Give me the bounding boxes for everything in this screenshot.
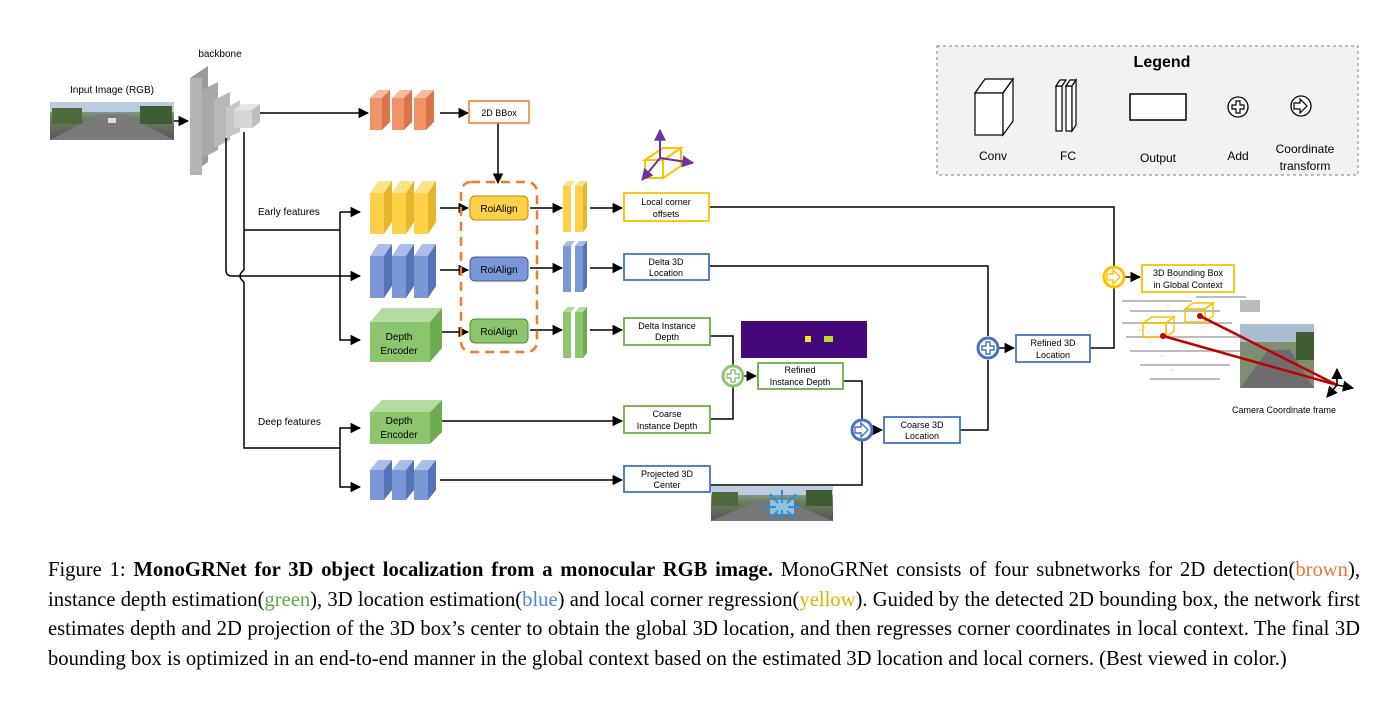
svg-text:RoiAlign: RoiAlign [480, 327, 517, 338]
svg-text:Depth: Depth [386, 416, 413, 427]
legend-add-label: Add [1227, 149, 1248, 163]
svg-text:Local corner: Local corner [641, 197, 691, 207]
output-coarse-instance-depth: Coarse Instance Depth [623, 405, 711, 434]
svg-text:Coarse 3D: Coarse 3D [900, 420, 944, 430]
svg-text:Input Image (RGB): Input Image (RGB) [70, 85, 154, 96]
caption-blue: blue [522, 588, 558, 611]
depth-map-image [741, 321, 867, 358]
caption-text-4: ) and local corner regression( [557, 588, 800, 611]
caption-text-1: MonoGRNet consists of four subnetworks f… [772, 559, 1296, 581]
fc-yellow [563, 181, 587, 232]
svg-text:Location: Location [905, 431, 939, 441]
output-3d-bbox-global: 3D Bounding Box in Global Context [1141, 264, 1235, 293]
output-2d-bbox: 2D BBox [468, 100, 530, 124]
output-projected-3d-center: Projected 3D Center [623, 465, 711, 493]
caption-brown: brown [1295, 559, 1348, 581]
point-cloud-scene [1122, 296, 1338, 388]
label-deep-features: Deep features [258, 417, 321, 428]
legend-fc-label: FC [1060, 149, 1076, 163]
svg-text:Depth: Depth [386, 332, 413, 343]
add-icon-blue [976, 336, 1000, 360]
legend-coord-label-1: Coordinate [1276, 142, 1335, 156]
caption-text-5: ). Guided by the detected 2D bounding bo… [48, 588, 1360, 670]
legend-output-icon [1129, 93, 1187, 121]
connections [225, 107, 1142, 493]
svg-text:RoiAlign: RoiAlign [480, 265, 517, 276]
svg-text:Delta Instance: Delta Instance [638, 321, 696, 331]
conv-block-blue [370, 244, 436, 298]
legend-title: Legend [1134, 54, 1191, 71]
legend-coordinate-transform-icon [1290, 95, 1312, 117]
roialign-green: RoiAlign [469, 318, 529, 344]
svg-text:2D BBox: 2D BBox [481, 108, 517, 118]
svg-text:Center: Center [653, 480, 680, 490]
svg-text:Instance Depth: Instance Depth [770, 377, 831, 387]
output-refined-3d-location: Refined 3D Location [1015, 334, 1091, 363]
depth-encoder-deep: Depth Encoder [370, 400, 442, 444]
output-delta-instance-depth: Delta Instance Depth [623, 317, 711, 346]
caption-yellow: yellow [799, 588, 856, 611]
coordinate-transform-icon-blue [850, 418, 874, 442]
conv-block-yellow [370, 181, 436, 234]
camera-axes-icon [1326, 367, 1355, 398]
output-refined-instance-depth: Refined Instance Depth [757, 362, 844, 390]
svg-text:Encoder: Encoder [380, 430, 418, 441]
figure-caption: Figure 1: MonoGRNet for 3D object locali… [48, 556, 1360, 674]
depth-encoder-early: Depth Encoder [370, 308, 442, 362]
svg-text:Delta 3D: Delta 3D [648, 257, 684, 267]
roialign-blue: RoiAlign [469, 256, 529, 282]
svg-text:in Global Context: in Global Context [1153, 280, 1223, 290]
fc-blue [563, 241, 587, 292]
svg-text:Encoder: Encoder [380, 346, 418, 357]
caption-prefix: Figure 1: [48, 559, 134, 581]
svg-text:Instance Depth: Instance Depth [637, 421, 698, 431]
svg-text:Refined 3D: Refined 3D [1030, 338, 1076, 348]
projected-center-image [711, 486, 833, 521]
local-corner-cube-icon [641, 128, 695, 181]
fc-green [563, 307, 587, 358]
svg-text:Location: Location [1036, 350, 1070, 360]
output-local-corner-offsets: Local corner offsets [623, 192, 710, 222]
legend-conv-label: Conv [979, 149, 1007, 163]
legend-coord-label-2: transform [1280, 159, 1331, 173]
coordinate-transform-icon-yellow [1102, 265, 1126, 289]
svg-text:RoiAlign: RoiAlign [480, 204, 517, 215]
svg-text:backbone: backbone [198, 49, 242, 60]
backbone: backbone [190, 49, 260, 175]
svg-text:Location: Location [649, 268, 683, 278]
monogrnet-diagram: Input Image (RGB) backbone [50, 45, 1359, 521]
caption-text-2: ), instance depth estimation( [48, 559, 1360, 611]
caption-title: MonoGRNet for 3D object localization fro… [133, 559, 773, 581]
legend-fc-icon [1054, 78, 1078, 133]
svg-text:offsets: offsets [653, 209, 680, 219]
legend-conv-icon [973, 77, 1015, 137]
svg-text:3D Bounding Box: 3D Bounding Box [1153, 268, 1224, 278]
svg-text:Projected 3D: Projected 3D [641, 469, 694, 479]
add-icon-green [721, 364, 745, 388]
input-image: Input Image (RGB) [50, 85, 174, 140]
output-delta-3d-location: Delta 3D Location [623, 253, 710, 281]
svg-text:Depth: Depth [655, 332, 679, 342]
output-coarse-3d-location: Coarse 3D Location [883, 416, 961, 444]
svg-text:Refined: Refined [784, 365, 815, 375]
legend-output-label: Output [1140, 151, 1177, 165]
svg-text:Coarse: Coarse [652, 409, 681, 419]
legend-add-icon [1227, 96, 1249, 118]
roialign-yellow: RoiAlign [469, 195, 529, 221]
conv-block-blue-deep [370, 460, 436, 500]
caption-green: green [264, 588, 311, 611]
label-camera-frame: Camera Coordinate frame [1232, 405, 1336, 415]
conv-block-brown [370, 90, 434, 130]
roialign-group [459, 180, 539, 354]
caption-text-3: ), 3D location estimation( [310, 588, 523, 611]
legend: Legend Conv FC Output Add Coordinate tra… [936, 45, 1359, 176]
label-early-features: Early features [258, 207, 320, 218]
